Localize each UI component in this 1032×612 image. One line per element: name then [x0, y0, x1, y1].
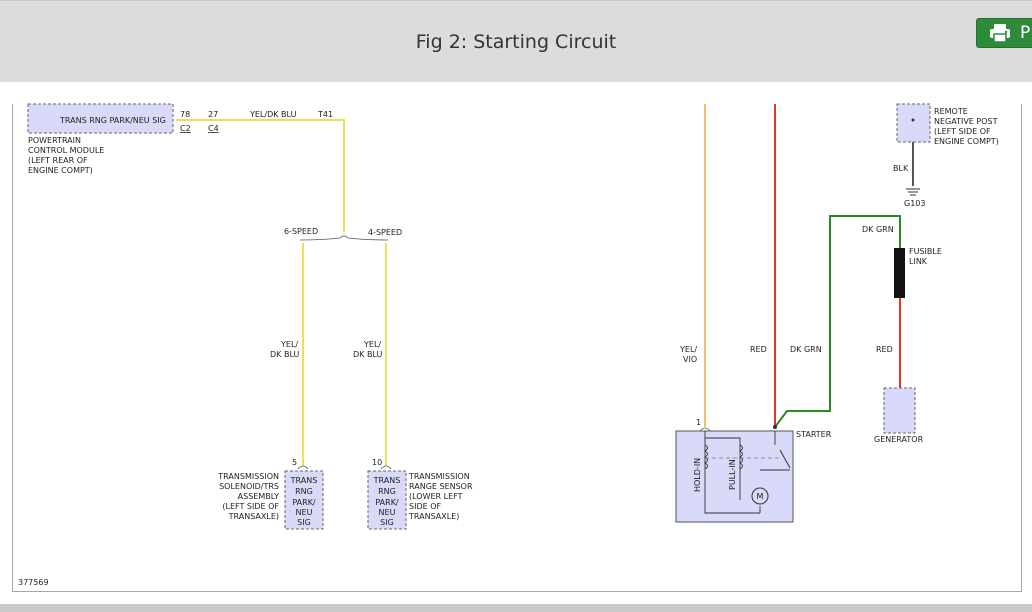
print-button[interactable]: P: [976, 18, 1032, 48]
yel-vio-label-1: YEL/: [679, 345, 697, 354]
pcm-label-line1: POWERTRAIN: [28, 136, 81, 145]
solenoid-wire-label-2: DK BLU: [270, 350, 299, 359]
sensor-label-4: SIDE OF: [409, 502, 441, 511]
splice-t41-label: T41: [317, 110, 333, 119]
wire-yel-dk-blu-main: [176, 119, 345, 232]
battery-label-4: ENGINE COMPT): [934, 137, 999, 146]
solenoid-label-2: SOLENOID/TRS: [219, 482, 279, 491]
sensor-box-line1: TRANS: [373, 476, 401, 485]
wire-dk-grn-starter: [774, 215, 901, 428]
pcm-connector-box: [27, 103, 174, 134]
solenoid-box-line1: TRANS: [290, 476, 318, 485]
pcm-label-line3: (LEFT REAR OF: [28, 156, 88, 165]
branch-4-speed-label: 4-SPEED: [368, 228, 402, 237]
starter-internal-wiring: [704, 431, 790, 514]
generator-box: [883, 387, 916, 434]
starter-motor-symbol: [751, 487, 769, 505]
sensor-wire-label-2: DK BLU: [353, 350, 382, 359]
starter-motor-label: M: [757, 492, 764, 501]
battery-label-2: NEGATIVE POST: [934, 117, 998, 126]
diagram-frame: [12, 104, 1022, 592]
sensor-box-line2: RNG: [378, 487, 396, 496]
solenoid-box-line2: RNG: [295, 487, 313, 496]
battery-negative-box: [896, 103, 931, 143]
figure-id: 377569: [18, 578, 49, 587]
blk-wire-label: BLK: [893, 164, 909, 173]
pcm-conn-c4: C4: [208, 124, 219, 133]
yel-vio-label-2: VIO: [683, 355, 697, 364]
solenoid-label-3: ASSEMBLY: [238, 492, 279, 501]
starter-component-box: [675, 430, 794, 523]
solenoid-box-line5: SIG: [297, 518, 311, 527]
printer-icon: [990, 24, 1010, 43]
print-label[interactable]: P: [1020, 23, 1031, 43]
solenoid-box-line3: PARK/: [292, 498, 316, 507]
starter-pin-1: 1: [696, 418, 701, 427]
pcm-wire-label: YEL/DK BLU: [249, 110, 297, 119]
sensor-box-line3: PARK/: [375, 498, 399, 507]
solenoid-label-1: TRANSMISSION: [217, 472, 279, 481]
solenoid-label-5: TRANSAXLE): [228, 512, 279, 521]
pcm-conn-c2: C2: [180, 124, 191, 133]
fusible-label-2: LINK: [909, 257, 928, 266]
branch-6-speed-label: 6-SPEED: [284, 227, 318, 236]
sensor-box-line4: NEU: [379, 508, 396, 517]
solenoid-pin-5: 5: [292, 458, 297, 467]
solenoid-connector-box: [284, 470, 324, 530]
fusible-label-1: FUSIBLE: [909, 247, 942, 256]
fusible-bottom-wire-label: RED: [876, 345, 893, 354]
wire-branch-junction: [299, 235, 389, 241]
starter-switch-contact: [779, 449, 791, 469]
sensor-box-line5: SIG: [380, 518, 394, 527]
bottom-scroll-bar[interactable]: [0, 604, 1032, 612]
sensor-label-3: (LOWER LEFT: [409, 492, 463, 501]
battery-label-3: (LEFT SIDE OF: [934, 127, 991, 136]
starter-label: STARTER: [796, 430, 832, 439]
pcm-pin-27: 27: [208, 110, 218, 119]
sensor-connector-box: [367, 470, 407, 530]
battery-label-1: REMOTE: [934, 107, 968, 116]
pull-in-label: PULL-IN: [728, 459, 737, 490]
solenoid-label-4: (LEFT SIDE OF: [222, 502, 279, 511]
figure-header: Fig 2: Starting Circuit P: [0, 0, 1032, 82]
ground-symbol: [906, 188, 920, 196]
pull-in-coil: [739, 444, 743, 470]
hold-in-coil: [704, 444, 708, 470]
solenoid-box-line4: NEU: [296, 508, 313, 517]
figure-title: Fig 2: Starting Circuit: [415, 31, 617, 53]
pcm-label-line4: ENGINE COMPT): [28, 166, 93, 175]
dk-grn-wire-label: DK GRN: [790, 345, 822, 354]
solenoid-wire-label-1: YEL/: [280, 340, 298, 349]
pcm-label-line2: CONTROL MODULE: [28, 146, 104, 155]
fusible-link: [894, 248, 905, 298]
sensor-label-1: TRANSMISSION: [408, 472, 470, 481]
hold-in-label: HOLD-IN: [693, 458, 702, 492]
red-wire-label: RED: [750, 345, 767, 354]
generator-label: GENERATOR: [874, 435, 924, 444]
sensor-label-2: RANGE SENSOR: [409, 482, 473, 491]
sensor-label-5: TRANSAXLE): [408, 512, 459, 521]
pcm-signal-label: TRANS RNG PARK/NEU SIG: [59, 116, 166, 125]
sensor-pin-10: 10: [372, 458, 382, 467]
sensor-wire-label-1: YEL/: [363, 340, 381, 349]
pcm-pin-78: 78: [180, 110, 190, 119]
ground-g103-label: G103: [904, 199, 925, 208]
fusible-top-wire-label: DK GRN: [862, 225, 894, 234]
